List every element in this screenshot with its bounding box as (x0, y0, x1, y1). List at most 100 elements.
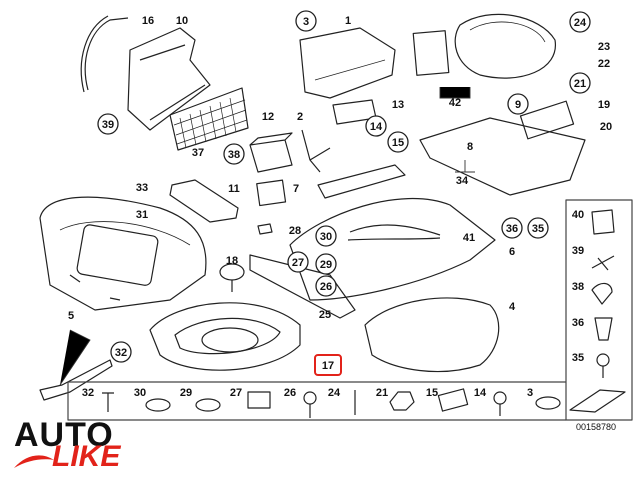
bottom-row-part-number: 14 (474, 387, 487, 399)
callout-26: 26 (315, 275, 337, 297)
part-number: 39 (102, 119, 114, 131)
callout-circle (287, 251, 309, 273)
callout-18: 18 (226, 255, 238, 267)
part-number: 36 (506, 223, 518, 235)
part-number: 24 (574, 17, 587, 29)
part-number: 20 (600, 121, 612, 133)
part-number: 2 (297, 111, 303, 123)
part-number: 33 (136, 182, 148, 194)
part-number: 3 (303, 16, 309, 28)
callout-5: 5 (68, 310, 74, 322)
part-number: 37 (192, 147, 204, 159)
part-number: 1 (345, 15, 351, 27)
kit-bag-drawing (412, 30, 450, 76)
drawing-number: 00158780 (576, 422, 616, 432)
part-number: 36 (572, 317, 584, 329)
leader-lines (59, 87, 475, 386)
callout-41: 41 (463, 232, 475, 244)
floor-mat-drawing (289, 197, 496, 301)
callout-39: 39 (97, 113, 119, 135)
part-number: 15 (392, 137, 404, 149)
callout-22: 22 (598, 58, 610, 70)
callout-34: 34 (456, 175, 469, 187)
trunk-lid-drawing (39, 196, 207, 311)
part-number: 9 (515, 99, 521, 111)
callout-29: 29 (315, 253, 337, 275)
callout-38: 38 (572, 281, 584, 293)
bottom-row-part-number: 26 (284, 387, 296, 399)
part-number: 25 (319, 309, 331, 321)
callout-14: 14 (365, 115, 387, 137)
callout-30: 30 (315, 225, 337, 247)
bottom-row-part-number: 24 (328, 387, 341, 399)
bottom-row-part-number: 29 (180, 387, 192, 399)
callout-23: 23 (598, 41, 610, 53)
part-number: 14 (370, 121, 383, 133)
bracket-drawing (169, 179, 239, 223)
callout-circle (315, 275, 337, 297)
callout-circle (507, 93, 529, 115)
callout-27: 27 (287, 251, 309, 273)
callout-7: 7 (293, 183, 299, 195)
fasteners-row (102, 388, 626, 418)
callout-40: 40 (572, 209, 584, 221)
cable-drawing (84, 17, 129, 91)
callout-6: 6 (509, 246, 515, 258)
callout-2: 2 (297, 111, 303, 123)
part-number: 38 (572, 281, 584, 293)
part-number: 34 (456, 175, 469, 187)
callout-15: 15 (387, 131, 409, 153)
part-number: 8 (467, 141, 473, 153)
part-number: 41 (463, 232, 475, 244)
callout-4: 4 (509, 301, 516, 313)
part-number: 27 (292, 257, 304, 269)
part-number: 16 (142, 15, 154, 27)
bottom-row-part-number: 21 (376, 387, 388, 399)
autolike-logo: AUTO LIKE (12, 416, 148, 474)
callout-circle (527, 217, 549, 239)
callout-32: 32 (110, 341, 132, 363)
callout-circle (295, 10, 317, 32)
callout-31: 31 (136, 209, 148, 221)
right-side-trim-drawing (299, 27, 396, 99)
callout-circle (365, 115, 387, 137)
callout-circle (501, 217, 523, 239)
callout-circle (110, 341, 132, 363)
rear-panel-drawing (419, 117, 586, 196)
callout-circle (315, 225, 337, 247)
callout-37: 37 (192, 147, 204, 159)
part-number: 6 (509, 246, 515, 258)
callout-20: 20 (600, 121, 612, 133)
part-number: 11 (228, 183, 240, 195)
part-number: 17 (322, 360, 334, 372)
callout-17: 17 (314, 354, 342, 376)
part-number: 39 (572, 245, 584, 257)
strap-drawing (39, 359, 113, 401)
plate-drawing (256, 179, 287, 207)
box-drawing (249, 132, 293, 173)
part-number: 4 (509, 301, 516, 313)
part-number: 40 (572, 209, 584, 221)
callout-35: 35 (572, 352, 584, 364)
callout-36: 36 (572, 317, 584, 329)
part-number: 23 (598, 41, 610, 53)
callout-circle (223, 143, 245, 165)
logo-swoosh-icon (14, 455, 54, 468)
part-number: 7 (293, 183, 299, 195)
side-trim-drawing (127, 27, 211, 131)
callout-10: 10 (176, 15, 188, 27)
net-drawing (169, 87, 249, 151)
callout-8: 8 (467, 141, 473, 153)
callout-21: 21 (569, 72, 591, 94)
bottom-row-part-number: 30 (134, 387, 146, 399)
bottom-row-part-number: 27 (230, 387, 242, 399)
part-number: 22 (598, 58, 610, 70)
callout-11: 11 (228, 183, 240, 195)
callout-12: 12 (262, 111, 274, 123)
bottom-row-part-number: 32 (82, 387, 94, 399)
callout-1: 1 (345, 15, 351, 27)
callout-19: 19 (598, 99, 610, 111)
part-number: 31 (136, 209, 148, 221)
